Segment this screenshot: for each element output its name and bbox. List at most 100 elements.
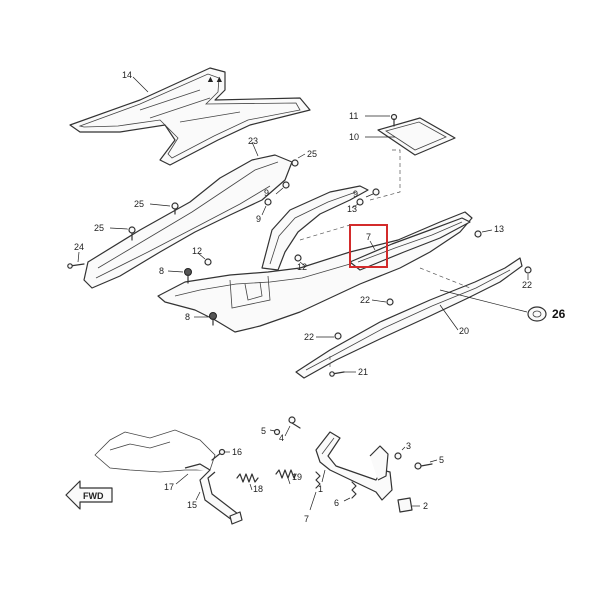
leader-20	[439, 304, 459, 331]
label-22b: 22	[360, 295, 370, 305]
part-1-main-stand[interactable]	[315, 431, 393, 501]
part-8-bolt-b[interactable]	[209, 312, 217, 326]
part-10-plate[interactable]	[377, 117, 456, 156]
label-5b: 5	[439, 455, 444, 465]
label-23: 23	[248, 136, 258, 146]
part-8-bolt-a[interactable]	[184, 268, 192, 284]
part-9-bolt-a[interactable]	[282, 181, 290, 189]
part-25-clip-top[interactable]	[291, 159, 299, 167]
dash-guide-a	[299, 224, 351, 241]
part-25-clip-mid[interactable]	[171, 202, 179, 215]
part-21-screw[interactable]	[329, 371, 345, 377]
leader-1	[321, 469, 326, 483]
leader-12b	[299, 261, 306, 267]
leader-15	[195, 491, 201, 501]
leader-13a	[351, 203, 359, 209]
part-inner-panel[interactable]	[261, 185, 369, 271]
part-15-side-stand[interactable]	[184, 463, 243, 525]
leader-14	[132, 76, 149, 93]
label-7a: 7	[366, 232, 371, 242]
leader-4	[284, 425, 291, 437]
svg-text:▲▲: ▲▲	[206, 74, 224, 84]
fwd-label: FWD	[83, 491, 104, 501]
label-8b: 8	[185, 312, 190, 322]
label-21: 21	[358, 367, 368, 377]
leader-6	[343, 497, 351, 502]
part-12-bolt-a[interactable]	[204, 258, 212, 266]
label-25b: 25	[134, 199, 144, 209]
label-13b: 13	[494, 224, 504, 234]
label-26: 26	[552, 307, 566, 321]
label-22a: 22	[522, 280, 532, 290]
leader-18	[249, 483, 253, 491]
leader-8a	[167, 270, 184, 273]
part-26-grommet[interactable]	[527, 306, 547, 322]
leader-25a	[297, 153, 306, 159]
label-1: 1	[318, 484, 323, 494]
leader-13b	[481, 229, 493, 233]
leader-5a	[269, 429, 276, 432]
label-11: 11	[349, 111, 358, 121]
part-13-nut-a[interactable]	[356, 198, 364, 206]
leader-26-guide	[439, 289, 528, 313]
dash-10	[369, 149, 401, 201]
leader-19	[287, 477, 291, 485]
label-22c: 22	[304, 332, 314, 342]
label-9b: 9	[256, 214, 261, 224]
part-5-bolt-b[interactable]	[414, 462, 433, 470]
part-7-spring[interactable]	[315, 471, 321, 489]
part-2-stopper[interactable]	[397, 497, 413, 513]
part-20-side-rail[interactable]	[295, 257, 523, 379]
leader-25c	[109, 227, 129, 230]
part-5-bolt-a[interactable]	[273, 428, 281, 436]
part-11-screw[interactable]	[390, 113, 398, 127]
part-22-nut-b[interactable]	[386, 298, 394, 306]
part-4-bolt[interactable]	[288, 416, 301, 429]
label-19: 19	[292, 472, 302, 482]
label-9a: 9	[264, 188, 269, 198]
part-22-nut-a[interactable]	[524, 266, 532, 274]
label-10: 10	[349, 132, 359, 142]
part-7-side-rail[interactable]	[349, 217, 471, 271]
label-3: 3	[406, 441, 411, 451]
label-13a: 13	[347, 204, 357, 214]
leader-5b	[429, 459, 438, 463]
part-3-bolt[interactable]	[394, 452, 402, 460]
leader-25b	[149, 203, 171, 207]
part-9-bolt-b[interactable]	[264, 198, 272, 206]
label-12a: 12	[192, 246, 202, 256]
label-16: 16	[232, 447, 242, 457]
label-24: 24	[74, 242, 84, 252]
part-9-bolt-c[interactable]	[372, 188, 380, 196]
part-6-spring[interactable]	[351, 481, 357, 499]
part-18-spring[interactable]	[236, 473, 259, 483]
label-17: 17	[164, 482, 174, 492]
part-19-spring[interactable]	[275, 469, 297, 479]
highlight-box-7	[349, 224, 388, 268]
part-22-nut-c[interactable]	[334, 332, 342, 340]
label-4: 4	[279, 433, 284, 443]
leader-9c	[365, 193, 374, 198]
leader-23	[251, 141, 259, 157]
label-9c: 9	[353, 189, 358, 199]
label-18: 18	[253, 484, 263, 494]
part-16-bolt[interactable]	[211, 448, 226, 461]
part-24-screw[interactable]	[67, 263, 85, 269]
dash-guide-b	[419, 267, 471, 289]
label-5a: 5	[261, 426, 266, 436]
part-12-bolt-b[interactable]	[294, 254, 302, 262]
label-8a: 8	[159, 266, 164, 276]
leader-12a	[197, 252, 206, 260]
label-6: 6	[334, 498, 339, 508]
frame-outline	[94, 429, 216, 473]
label-15: 15	[187, 500, 197, 510]
part-13-nut-b[interactable]	[474, 230, 482, 238]
part-25-clip-low[interactable]	[128, 226, 136, 241]
part-14-floor-mat[interactable]: ▲▲	[69, 67, 311, 166]
leader-9a	[275, 187, 284, 195]
leader-7a	[369, 240, 376, 251]
leader-9b	[261, 205, 267, 216]
part-23-side-cover[interactable]	[83, 154, 293, 289]
label-25c: 25	[94, 223, 104, 233]
